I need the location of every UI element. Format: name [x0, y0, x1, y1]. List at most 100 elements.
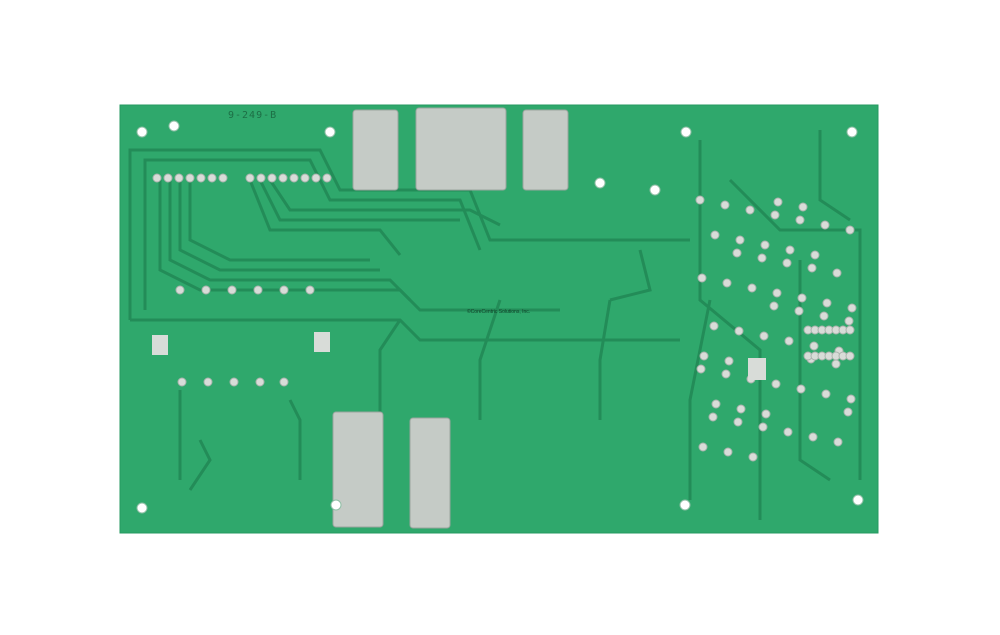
solder-pad	[311, 173, 321, 183]
solder-pad	[760, 240, 770, 250]
mounting-hole	[136, 502, 148, 514]
solder-pad	[757, 253, 767, 263]
heatsink-pads	[332, 107, 569, 529]
solder-pad	[289, 173, 299, 183]
solder-pad	[203, 377, 213, 387]
solder-pad	[833, 437, 843, 447]
trace	[288, 399, 302, 480]
solder-pad	[821, 389, 831, 399]
solder-pad	[771, 379, 781, 389]
solder-pad	[769, 301, 779, 311]
solder-pad	[747, 283, 757, 293]
solder-pad	[809, 341, 819, 351]
silkscreen-label: 9-249-B	[228, 110, 278, 121]
solder-pad	[846, 394, 856, 404]
solder-pad	[201, 285, 211, 295]
mounting-holes	[136, 120, 864, 514]
solder-pad	[207, 173, 217, 183]
solder-pad	[711, 399, 721, 409]
solder-pad	[820, 220, 830, 230]
mounting-hole	[168, 120, 180, 132]
solder-pad	[253, 285, 263, 295]
solder-pad	[699, 351, 709, 361]
trace	[130, 318, 680, 342]
solder-pad	[832, 268, 842, 278]
trace	[258, 179, 460, 222]
solder-pad	[735, 235, 745, 245]
mounting-hole	[649, 184, 661, 196]
solder-pad	[807, 263, 817, 273]
trace	[188, 180, 370, 262]
solder-pad	[175, 285, 185, 295]
solder-pad	[845, 325, 855, 335]
mounting-hole	[136, 126, 148, 138]
solder-pad	[794, 306, 804, 316]
trace	[128, 148, 690, 320]
solder-pad	[759, 331, 769, 341]
solder-pad	[797, 293, 807, 303]
solder-pad	[758, 422, 768, 432]
solder-pad	[278, 173, 288, 183]
solder-pad	[152, 173, 162, 183]
solder-pad	[724, 356, 734, 366]
solder-pad	[723, 447, 733, 457]
watermark: ©CoreCentric Solutions, Inc.	[467, 309, 531, 315]
mounting-hole	[594, 177, 606, 189]
heatsink-plate	[352, 109, 399, 191]
trace	[698, 140, 762, 520]
solder-pad	[736, 404, 746, 414]
solder-pad	[772, 288, 782, 298]
solder-pad	[177, 377, 187, 387]
trace	[268, 179, 501, 227]
solder-pad	[784, 336, 794, 346]
solder-pad	[808, 432, 818, 442]
solder-pad	[163, 173, 173, 183]
solder-pad	[822, 298, 832, 308]
connector-pad	[748, 358, 766, 380]
solder-pad	[227, 285, 237, 295]
solder-pad	[761, 409, 771, 419]
solder-pad	[196, 173, 206, 183]
trace	[378, 319, 402, 420]
solder-pad	[798, 202, 808, 212]
solder-pad	[279, 377, 289, 387]
solder-pad	[279, 285, 289, 295]
solder-pad	[783, 427, 793, 437]
copper-traces	[128, 130, 862, 520]
trace	[158, 180, 560, 312]
heatsink-plate	[332, 411, 384, 528]
trace	[168, 180, 412, 302]
solder-pad	[734, 326, 744, 336]
solder-pad	[229, 377, 239, 387]
trace	[188, 439, 212, 491]
trace	[688, 299, 712, 500]
mounting-hole	[324, 126, 336, 138]
trace	[248, 179, 402, 256]
trace	[598, 299, 612, 420]
solder-pad	[745, 205, 755, 215]
mounting-hole	[679, 499, 691, 511]
solder-pad	[721, 369, 731, 379]
solder-pad	[722, 278, 732, 288]
solder-pad	[845, 351, 855, 361]
solder-pad	[844, 316, 854, 326]
solder-pad	[698, 442, 708, 452]
mounting-hole	[846, 126, 858, 138]
trace	[818, 130, 851, 222]
solder-pad	[696, 364, 706, 374]
solder-pad	[732, 248, 742, 258]
solder-pad	[733, 417, 743, 427]
mounting-hole	[852, 494, 864, 506]
solder-pad	[770, 210, 780, 220]
mounting-hole	[680, 126, 692, 138]
solder-pad	[843, 407, 853, 417]
solder-pad	[267, 173, 277, 183]
solder-pad	[819, 311, 829, 321]
solder-pad	[845, 225, 855, 235]
solder-pad	[255, 377, 265, 387]
solder-pad	[795, 215, 805, 225]
trace	[478, 299, 502, 420]
solder-pad	[810, 250, 820, 260]
connector-pad	[152, 335, 168, 355]
